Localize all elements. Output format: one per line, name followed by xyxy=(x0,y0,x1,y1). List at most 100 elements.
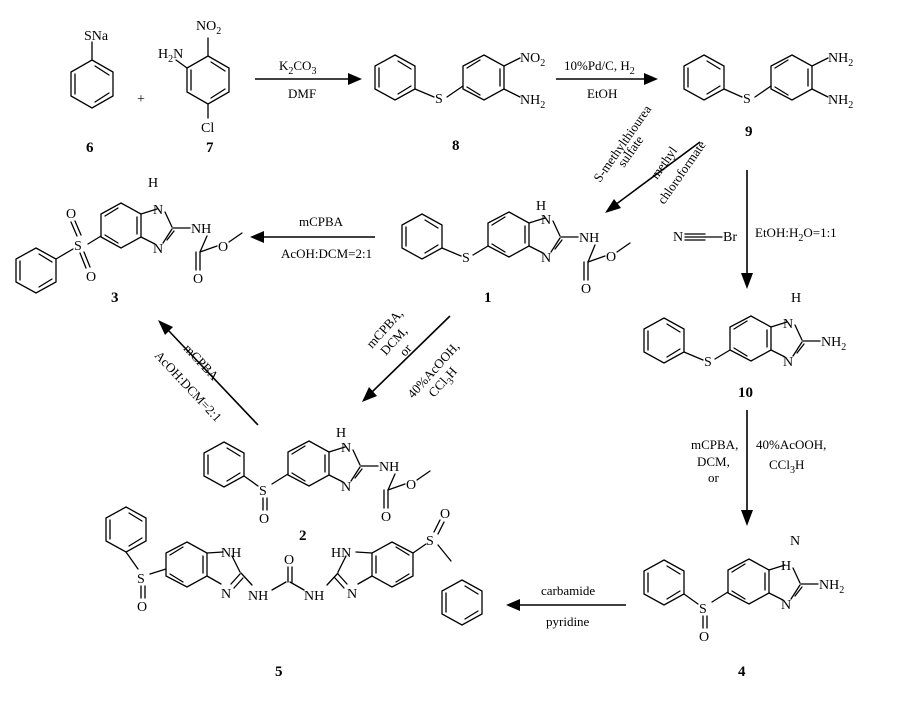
ring-n1-label: N xyxy=(341,441,351,456)
sulfur-label: S xyxy=(435,92,443,107)
condition-or-3: or xyxy=(708,470,720,485)
no2-label: NO2 xyxy=(196,19,221,37)
arrow-step-7: mCPBA AcOH:DCM=2:1 xyxy=(152,320,259,426)
nh2-bottom-label: NH2 xyxy=(828,93,853,111)
ring-n2-label: N xyxy=(783,355,793,370)
condition-acoh-dcm: AcOH:DCM=2:1 xyxy=(281,246,372,261)
carbamate-nh-label: NH xyxy=(379,460,399,475)
sulfur-left-label: S xyxy=(137,572,145,587)
amine-nh2-label: NH2 xyxy=(821,335,846,353)
condition-acoh-dcm-2: AcOH:DCM=2:1 xyxy=(152,348,225,425)
amine-nh2-label: NH2 xyxy=(819,578,844,596)
cnbr-br-label: Br xyxy=(723,230,737,245)
compound-8: S NO2 NH2 8 xyxy=(374,51,545,154)
sulfinyl-o-right-label: O xyxy=(440,507,450,522)
carbamate-nh-label: NH xyxy=(191,222,211,237)
compound-number-10: 10 xyxy=(738,385,753,401)
cl-label: Cl xyxy=(201,121,214,136)
sulfur-label: S xyxy=(259,484,267,499)
compound-9: S NH2 NH2 9 xyxy=(683,51,853,140)
ring-nh-label: H xyxy=(791,291,801,306)
ring-n1-label: H xyxy=(781,559,791,574)
compound-10: S H N N NH2 10 xyxy=(643,291,846,401)
arrow-step-4: mCPBA AcOH:DCM=2:1 xyxy=(250,214,375,261)
sulfur-label: S xyxy=(743,92,751,107)
benzene-ring xyxy=(70,59,114,109)
compound-5: S O NH N NH O NH HN N xyxy=(105,506,483,680)
arrow-step-5: EtOH:H2O=1:1 xyxy=(741,170,837,289)
compound-7: NO2 H2N Cl 7 xyxy=(158,19,230,156)
nh2-label: NH2 xyxy=(520,93,545,111)
sulfinyl-o-label: O xyxy=(699,630,709,645)
cnbr-n-label: N xyxy=(673,230,683,245)
arrow-step-6: mCPBA, DCM, or 40%AcOOH, CCl3H xyxy=(362,306,462,402)
condition-mcpba-3: mCPBA, xyxy=(691,437,738,452)
no2-label: NO2 xyxy=(520,51,545,69)
condition-etoh-water: EtOH:H2O=1:1 xyxy=(755,225,837,244)
reagent-cyanogen-bromide: N Br xyxy=(673,230,737,245)
h2n-label: H2N xyxy=(158,47,183,65)
urea-nh-left-label: NH xyxy=(248,589,268,604)
carbonyl-o-label: O xyxy=(381,510,391,525)
condition-pyridine: pyridine xyxy=(546,614,590,629)
condition-mcpba: mCPBA xyxy=(299,214,344,229)
compound-number-4: 4 xyxy=(738,664,746,680)
ring-nh-label: N xyxy=(790,534,800,549)
compound-number-5: 5 xyxy=(275,664,283,680)
plus-sign: + xyxy=(137,92,145,107)
arrow-step-9: carbamide pyridine xyxy=(506,583,626,629)
compound-1: S H N N NH O O 1 xyxy=(401,199,631,306)
sulfur-label: S xyxy=(462,251,470,266)
condition-dmf: DMF xyxy=(288,86,316,101)
compound-number-1: 1 xyxy=(484,290,492,306)
urea-o-label: O xyxy=(284,553,294,568)
compound-3: S O O H N N NH O O 3 xyxy=(15,176,243,306)
ester-o-label: O xyxy=(218,240,228,255)
sulfinyl-o-left-label: O xyxy=(137,600,147,615)
compound-4: S O N H N NH2 4 xyxy=(643,534,844,680)
condition-dcm-3: DCM, xyxy=(697,454,730,469)
sulfonyl-o-bottom-label: O xyxy=(86,270,96,285)
carbamate-nh-label: NH xyxy=(579,231,599,246)
sulfur-label: S xyxy=(74,239,82,254)
sulfur-label: S xyxy=(699,602,707,617)
compound-number-9: 9 xyxy=(745,124,753,140)
condition-ccl3h-3: CCl3H xyxy=(769,457,804,476)
arrow-step-8: mCPBA, DCM, or 40%AcOOH, CCl3H xyxy=(691,410,826,526)
arrow-step-3: S-methylthiourea sulfate methyl chlorofo… xyxy=(590,102,709,213)
compound-number-8: 8 xyxy=(452,138,460,154)
condition-pd-h2: 10%Pd/C, H2 xyxy=(564,58,635,77)
compound-number-2: 2 xyxy=(299,528,307,544)
ester-o-label: O xyxy=(406,478,416,493)
ring-nh-label: H xyxy=(336,426,346,441)
ring-nh-label: H xyxy=(536,199,546,214)
arrow-step-1: K2CO3 DMF xyxy=(255,58,362,101)
condition-acooh-3: 40%AcOOH, xyxy=(756,437,826,452)
sna-label: SNa xyxy=(84,29,109,44)
compound-number-6: 6 xyxy=(86,140,94,156)
compound-number-3: 3 xyxy=(111,290,119,306)
ring-n-left-label: N xyxy=(221,587,231,602)
compound-6: SNa 6 xyxy=(70,29,114,156)
carbonyl-o-label: O xyxy=(581,282,591,297)
compound-number-7: 7 xyxy=(206,140,214,156)
ester-o-label: O xyxy=(606,250,616,265)
ring-n1-label: N xyxy=(783,317,793,332)
sulfur-right-label: S xyxy=(426,534,434,549)
ring-nh-left-label: NH xyxy=(221,546,241,561)
sulfinyl-o-label: O xyxy=(259,512,269,527)
arrow-step-2: 10%Pd/C, H2 EtOH xyxy=(556,58,658,101)
condition-carbamide: carbamide xyxy=(541,583,595,598)
ring-n2-label: N xyxy=(781,598,791,613)
ring-n1-label: N xyxy=(153,203,163,218)
ring-nh-right-label: HN xyxy=(331,546,351,561)
condition-etoh: EtOH xyxy=(587,86,617,101)
ring-n1-label: N xyxy=(541,213,551,228)
ring-n2-label: N xyxy=(153,242,163,257)
sulfonyl-o-top-label: O xyxy=(66,207,76,222)
nh2-top-label: NH2 xyxy=(828,51,853,69)
ring-n2-label: N xyxy=(541,251,551,266)
ring-n2-label: N xyxy=(341,480,351,495)
ring-n-right-label: N xyxy=(347,587,357,602)
